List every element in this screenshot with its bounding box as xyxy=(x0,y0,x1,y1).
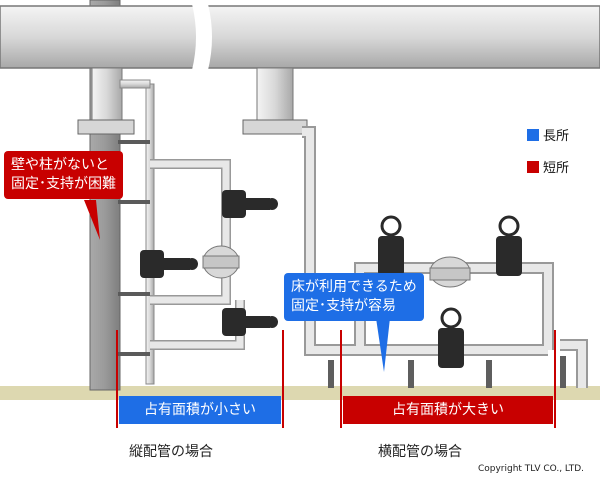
legend-label-con: 短所 xyxy=(543,161,570,176)
callout-blue-tail xyxy=(376,318,390,372)
area-label-horizontal: 占有面積が大きい xyxy=(343,396,553,424)
legend-swatch-pro xyxy=(527,128,539,141)
copyright-text: Copyright TLV CO., LTD. xyxy=(477,464,584,474)
area-label-vertical: 占有面積が小さい xyxy=(119,396,281,424)
area-markers xyxy=(116,330,556,428)
floor-supports xyxy=(328,356,566,388)
callout-horizontal-pro-line1: 床が利用できるため xyxy=(291,279,417,295)
callout-red-tail xyxy=(84,200,100,240)
flange-right xyxy=(242,119,308,135)
flange-left xyxy=(77,119,135,135)
caption-vertical: 縦配管の場合 xyxy=(129,444,213,460)
pipe-break-mark xyxy=(192,4,212,70)
drop-pipe-left xyxy=(91,67,123,121)
callout-vertical-con: 壁や柱がないと 固定･支持が困難 xyxy=(4,151,123,199)
caption-horizontal: 横配管の場合 xyxy=(378,444,462,460)
legend-item-pro: 長所 xyxy=(527,125,569,144)
vertical-branch-pipe xyxy=(145,83,155,385)
callout-vertical-con-line1: 壁や柱がないと xyxy=(11,157,109,173)
callout-horizontal-pro-line2: 固定･支持が容易 xyxy=(291,298,396,314)
callout-horizontal-pro: 床が利用できるため 固定･支持が容易 xyxy=(284,273,424,321)
legend-swatch-con xyxy=(527,160,539,173)
column-brackets xyxy=(118,140,150,356)
legend-label-pro: 長所 xyxy=(543,129,570,144)
callout-vertical-con-line2: 固定･支持が困難 xyxy=(11,176,116,192)
main-header-pipe xyxy=(0,5,600,69)
legend-item-con: 短所 xyxy=(527,157,569,176)
drop-pipe-right xyxy=(256,67,294,121)
vertical-assembly xyxy=(140,159,278,350)
